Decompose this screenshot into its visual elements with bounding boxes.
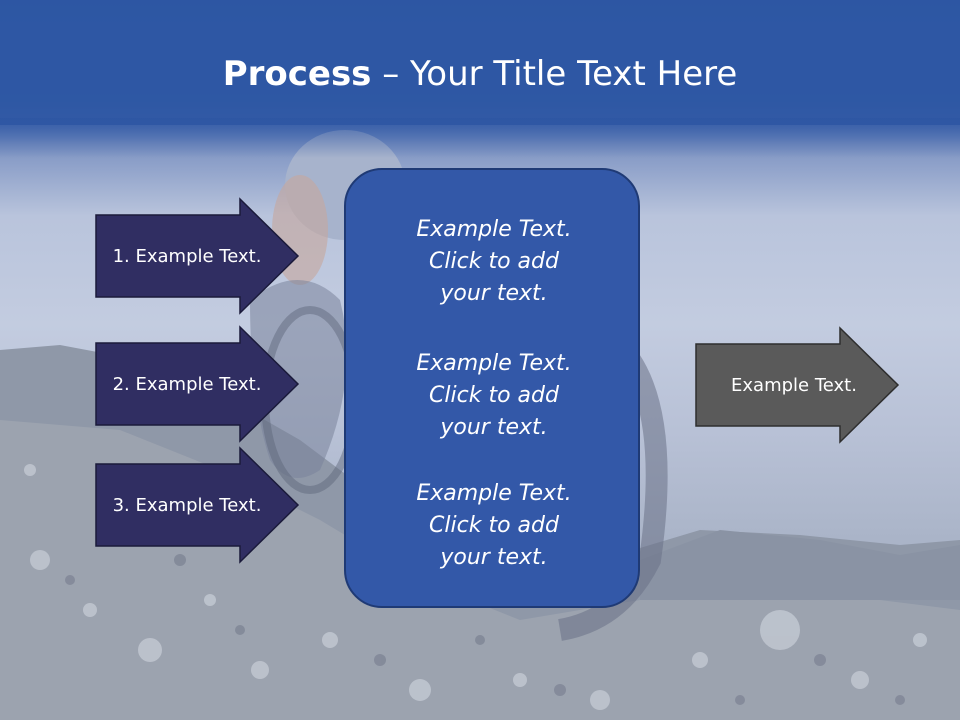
title-rest: – Your Title Text Here <box>371 54 738 94</box>
left-arrow-3-label: 3. Example Text. <box>112 494 262 516</box>
right-arrow-label: Example Text. <box>731 374 857 396</box>
left-arrow-1-label: 1. Example Text. <box>112 245 262 267</box>
center-item-2[interactable]: Example Text. Click to add your text. <box>416 351 572 440</box>
center-item-1[interactable]: Example Text. Click to add your text. <box>416 217 572 306</box>
left-arrow-2[interactable]: 2. Example Text. <box>94 325 300 443</box>
left-arrow-3[interactable]: 3. Example Text. <box>94 446 300 564</box>
left-arrow-2-label: 2. Example Text. <box>112 373 262 395</box>
right-arrow[interactable]: Example Text. <box>694 326 900 444</box>
center-text-box[interactable]: Example Text. Click to add your text. Ex… <box>344 168 640 608</box>
arrow-shape-3 <box>95 446 300 564</box>
arrow-shape-2 <box>95 325 300 443</box>
slide-title: Process – Your Title Text Here <box>0 52 960 96</box>
right-arrow-shape <box>695 326 900 444</box>
title-bold: Process <box>222 54 372 94</box>
left-arrow-1[interactable]: 1. Example Text. <box>94 197 300 315</box>
center-item-3[interactable]: Example Text. Click to add your text. <box>416 481 572 570</box>
arrow-shape-1 <box>95 197 300 315</box>
